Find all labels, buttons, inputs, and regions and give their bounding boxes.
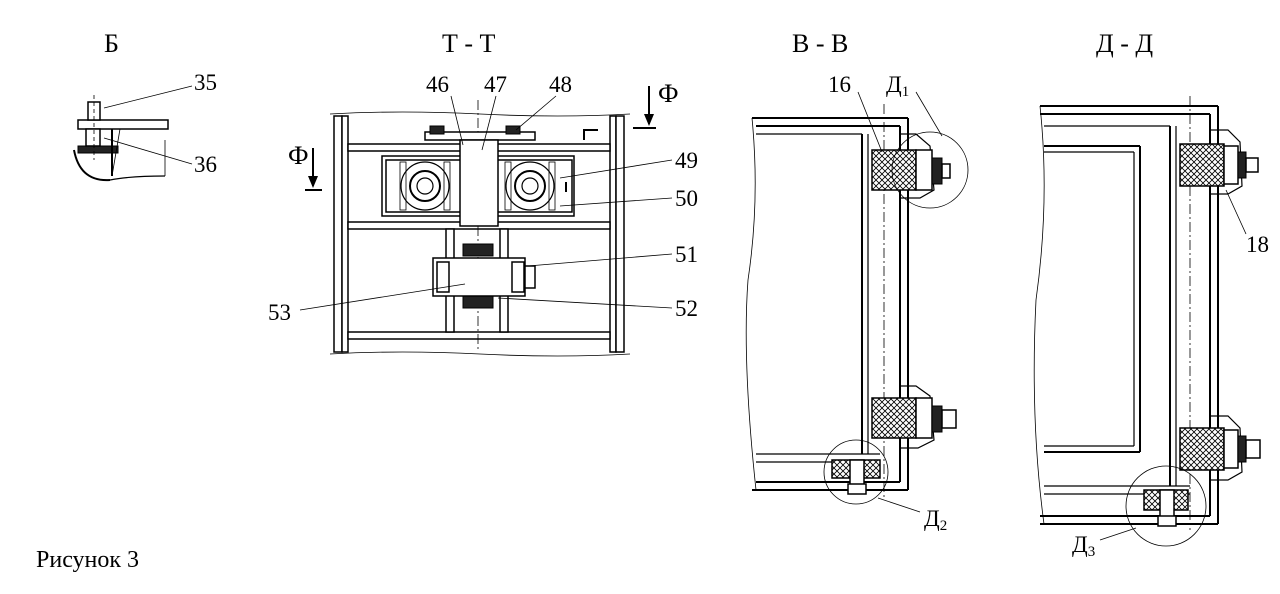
bearing-left [399, 161, 451, 211]
detail-d2-label: Д2 [924, 506, 947, 534]
view-tt-mechanism [381, 125, 598, 333]
callout-18: 18 [1246, 232, 1269, 257]
leader-35 [103, 85, 193, 109]
callout-52: 52 [675, 296, 698, 321]
view-dd: Д - Д [1033, 29, 1269, 560]
figure-caption: Рисунок 3 [36, 547, 139, 573]
view-vv-leaders [857, 91, 943, 513]
view-b: Б 35 36 [73, 29, 217, 182]
view-dd-detail-circle [1125, 465, 1207, 547]
callout-51: 51 [675, 242, 698, 267]
view-b-geometry [73, 95, 169, 182]
callout-36: 36 [194, 152, 217, 177]
view-dd-title: Д - Д [1096, 29, 1153, 58]
detail-d1-label: Д1 [886, 72, 909, 100]
view-dd-leaders [1099, 189, 1247, 541]
callout-46: 46 [426, 72, 449, 97]
view-b-title: Б [104, 29, 119, 58]
view-vv-title: В - В [792, 29, 848, 58]
view-vv-detail-circles [823, 131, 969, 505]
section-mark-left: Ф [288, 141, 322, 191]
section-label-left: Ф [288, 141, 309, 170]
leader-36 [103, 137, 193, 165]
view-dd-body [1033, 96, 1261, 530]
view-vv-body [745, 104, 957, 500]
callout-53: 53 [268, 300, 291, 325]
section-label-right: Ф [658, 79, 679, 108]
section-mark-right: Ф [633, 79, 679, 129]
callout-47: 47 [484, 72, 507, 97]
callout-16: 16 [828, 72, 851, 97]
view-tt: Т - Т [268, 29, 698, 357]
callout-48: 48 [549, 72, 572, 97]
callout-35: 35 [194, 70, 217, 95]
view-tt-title: Т - Т [442, 29, 496, 58]
detail-d3-label: Д3 [1072, 532, 1095, 560]
callout-49: 49 [675, 148, 698, 173]
view-vv: В - В [745, 29, 969, 534]
bearing-right [504, 161, 556, 211]
callout-50: 50 [675, 186, 698, 211]
view-tt-leaders [299, 95, 673, 311]
